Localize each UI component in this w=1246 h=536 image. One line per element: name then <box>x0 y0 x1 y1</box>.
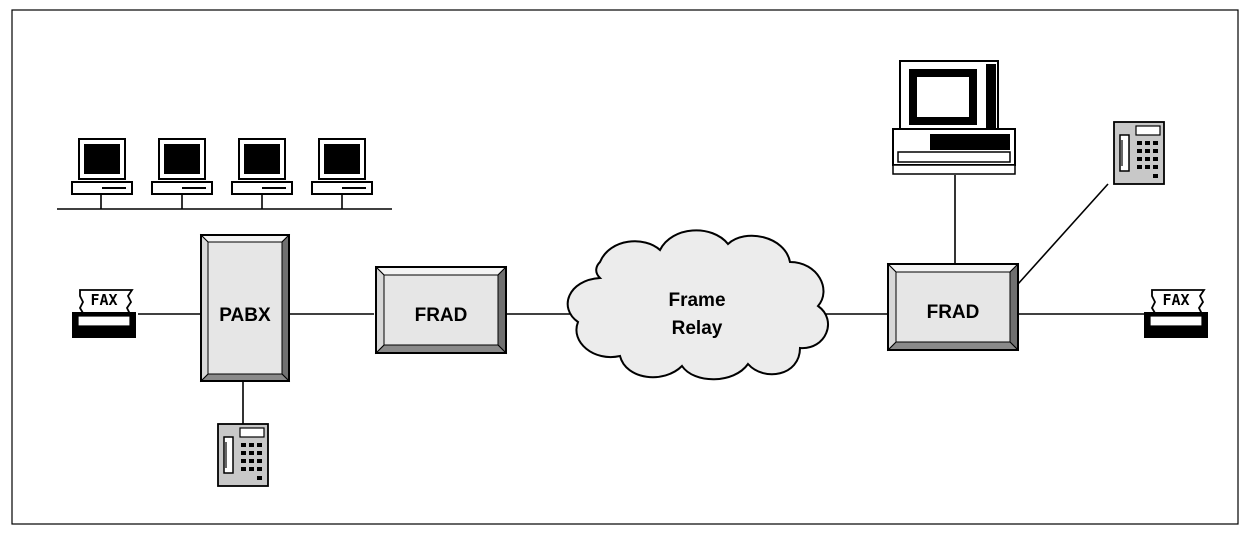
connection-lines <box>57 175 1145 424</box>
frad-right-node: FRAD <box>887 263 1019 351</box>
frame-relay-cloud: Frame Relay <box>566 229 829 381</box>
frad-to-phone-line <box>1017 183 1109 285</box>
cloud-label-line2: Relay <box>672 318 723 339</box>
fax-right-label: FAX <box>1162 291 1189 309</box>
desktop-computer-icon <box>71 138 133 195</box>
frame-border <box>11 9 1239 525</box>
desktop-computer-icon <box>311 138 373 195</box>
remote-computer <box>892 60 1016 175</box>
frad-left-node: FRAD <box>375 266 507 354</box>
frad-left-label: FRAD <box>415 305 468 326</box>
desktop-computer-icon <box>151 138 213 195</box>
fax-right: FAX <box>1143 289 1209 339</box>
desktop-computer-icon <box>231 138 293 195</box>
telephone-icon <box>217 423 269 487</box>
lan-workstations <box>71 138 373 195</box>
desktop-computer-icon <box>892 60 1016 175</box>
frad-right-label: FRAD <box>927 302 980 323</box>
telephone-icon <box>1113 121 1165 185</box>
cloud-label-line1: Frame <box>668 290 725 311</box>
pabx-node: PABX <box>199 233 291 383</box>
fax-left: FAX <box>71 289 137 339</box>
pabx-label: PABX <box>219 305 271 326</box>
cloud-icon <box>566 229 829 381</box>
fax-left-label: FAX <box>90 291 117 309</box>
